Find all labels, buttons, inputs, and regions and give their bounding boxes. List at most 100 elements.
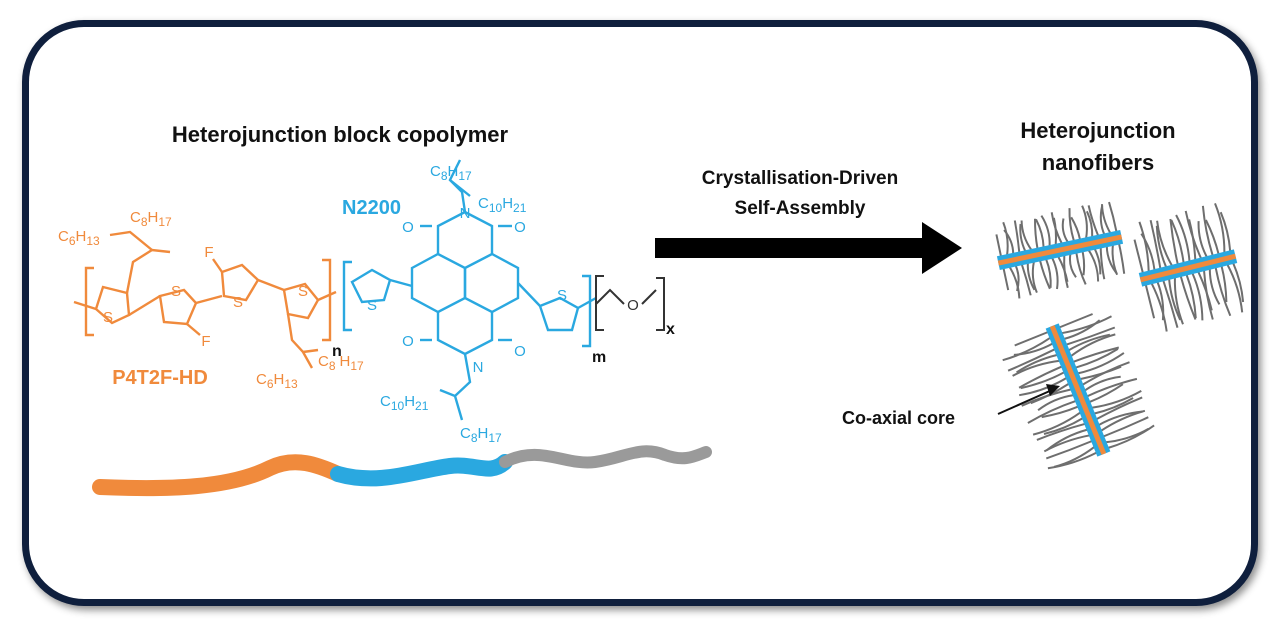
corona-strand	[1041, 405, 1079, 419]
atom-o-peo: O	[627, 297, 639, 314]
corona-strand	[1039, 260, 1051, 290]
corona-strand	[1027, 399, 1077, 424]
atom-o-3: O	[402, 333, 414, 350]
corona-strand	[1002, 221, 1009, 256]
corona-strand	[1020, 220, 1033, 251]
atom-s-1: S	[103, 309, 113, 326]
corona-strand	[1155, 225, 1168, 268]
corona-strand	[1067, 333, 1111, 352]
corona-strand	[1043, 434, 1090, 453]
corona-strand	[1070, 216, 1081, 240]
corona-strand	[1013, 342, 1054, 356]
corona-strand	[1232, 262, 1245, 303]
corona-strand	[1101, 204, 1112, 234]
corona-strand	[1051, 257, 1059, 290]
corona-strand	[1081, 205, 1088, 239]
corona-strand	[1084, 375, 1121, 392]
corona-strand	[1013, 220, 1021, 253]
corona-strand	[1170, 219, 1185, 264]
corona-strand	[1036, 422, 1086, 441]
corona-strand	[1012, 359, 1060, 377]
corona-strand	[1095, 396, 1143, 421]
chain-segment-n2200	[330, 454, 513, 487]
thiophene-ring-2	[158, 288, 198, 326]
corona-strand	[1089, 383, 1124, 404]
ndi-ring-right	[463, 252, 520, 314]
corona-strand	[1003, 229, 1015, 254]
corona-strand	[1077, 352, 1125, 375]
corona-strand	[1118, 243, 1126, 274]
corona-strand	[1205, 219, 1220, 255]
right-title-line1: Heterojunction	[1020, 118, 1175, 143]
atom-s-3: S	[233, 294, 243, 311]
thiophene-ring-4	[282, 282, 320, 320]
corona-strand	[1033, 218, 1039, 249]
corona-strand	[1087, 249, 1100, 282]
corona-strand	[1085, 210, 1094, 238]
corona-strand	[1018, 365, 1063, 389]
repeat-n: n	[332, 343, 342, 360]
corona-strand	[1133, 239, 1144, 274]
atom-s-5: S	[367, 297, 377, 314]
right-title-line2: nanofibers	[1042, 150, 1154, 175]
arrow-label-line1: Crystallisation-Driven	[702, 168, 898, 189]
corona-strand	[1065, 326, 1116, 346]
corona-strand	[1075, 348, 1119, 369]
corona-strand	[1043, 417, 1084, 435]
corona-strand	[1169, 218, 1179, 265]
corona-strand	[1014, 331, 1049, 347]
corona-strand	[1037, 394, 1074, 411]
corona-strand	[1002, 267, 1010, 291]
p4t2f-structure	[73, 230, 337, 369]
atom-o-2: O	[514, 219, 526, 236]
corona-strand	[1111, 244, 1119, 276]
atom-s-4: S	[298, 283, 308, 300]
corona-strand	[1219, 211, 1232, 252]
atom-s-6: S	[557, 287, 567, 304]
corona-strand	[1184, 210, 1203, 259]
atom-f-1: F	[204, 244, 213, 261]
corona-strand	[1208, 268, 1221, 305]
process-arrow	[655, 222, 962, 274]
chain-segment-p4t2f	[92, 454, 346, 497]
n2200-top-c10h21: C10H21	[478, 195, 527, 215]
corona-strand	[1156, 281, 1165, 321]
corona-strand	[1150, 282, 1168, 332]
corona-strand	[1175, 214, 1191, 262]
corona-strand	[1107, 424, 1155, 449]
corona-strand	[1032, 411, 1082, 436]
corona-strand	[1214, 267, 1232, 317]
atom-n-top: N	[460, 205, 471, 222]
chain-segment-peo	[499, 445, 712, 469]
corona-strand	[1070, 333, 1116, 358]
nanofiber-right	[1133, 203, 1245, 332]
fiber-core	[1049, 325, 1107, 455]
corona-strand	[1002, 336, 1051, 362]
corona-strand	[1068, 208, 1075, 242]
corona-strand	[1081, 361, 1130, 386]
corona-strand	[1149, 219, 1162, 269]
repeat-x: x	[666, 321, 675, 338]
corona-strand	[1201, 205, 1214, 256]
corona-strand	[1162, 280, 1179, 328]
corona-strand	[1031, 261, 1038, 293]
corona-strand	[1100, 409, 1146, 432]
corona-strand	[1091, 390, 1142, 409]
corona-strand	[1140, 233, 1156, 271]
corona-strand	[1075, 252, 1087, 285]
corona-strand	[1008, 266, 1021, 299]
peo-structure	[595, 275, 665, 331]
corona-strand	[1019, 377, 1068, 397]
corona-strand	[1185, 274, 1197, 319]
corona-strand	[1047, 451, 1098, 470]
n2200-structure	[342, 159, 597, 421]
corona-strand	[1087, 205, 1100, 237]
corona-strand	[1045, 440, 1093, 460]
corona-strand	[1102, 416, 1149, 438]
n2200-bottom-c10h21: C10H21	[380, 393, 429, 413]
corona-strand	[1093, 248, 1102, 275]
corona-strand	[1138, 221, 1150, 272]
repeat-m: m	[592, 349, 606, 366]
